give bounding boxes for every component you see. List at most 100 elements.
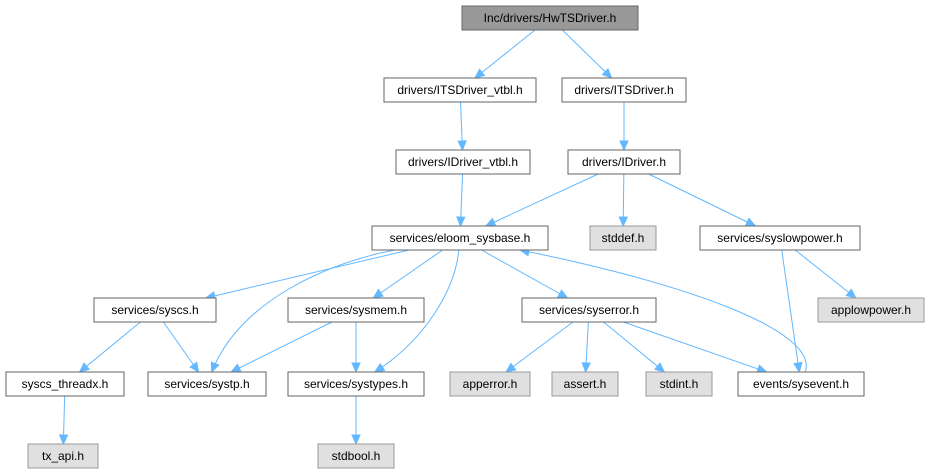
- node-itsvtbl[interactable]: drivers/ITSDriver_vtbl.h: [383, 77, 537, 103]
- edge-syscs-to-threadx: [79, 321, 141, 373]
- node-sysevent[interactable]: events/sysevent.h: [737, 371, 865, 397]
- edge-sysbase-to-systypes: [374, 249, 460, 373]
- edge-idriver-to-sysbase: [485, 173, 599, 227]
- node-its[interactable]: drivers/ITSDriver.h: [561, 77, 687, 103]
- node-box-assert: [551, 371, 619, 397]
- node-box-syserror[interactable]: [521, 297, 657, 323]
- node-box-stddef: [589, 225, 657, 251]
- arrowhead-syslow-to-applow: [845, 288, 857, 299]
- node-box-hwts: [461, 5, 639, 31]
- node-box-stdint: [645, 371, 713, 397]
- arrowhead-syscs-to-systp: [189, 361, 200, 374]
- node-stdbool: stdbool.h: [317, 443, 395, 469]
- node-box-systypes[interactable]: [287, 371, 425, 397]
- edge-sysbase-to-systp: [211, 249, 396, 373]
- arrowhead-threadx-to-txapi: [58, 434, 69, 446]
- edge-sysevent-to-sysbase: [519, 249, 807, 373]
- node-label-syslow: services/syslowpower.h: [717, 231, 842, 245]
- node-threadx[interactable]: syscs_threadx.h: [5, 371, 125, 397]
- edge-sysmem-to-systp: [230, 321, 333, 373]
- node-label-hwts: Inc/drivers/HwTSDriver.h: [484, 11, 617, 25]
- node-box-its[interactable]: [561, 77, 687, 103]
- node-box-apperror: [449, 371, 531, 397]
- arrowhead-hwts-to-its: [601, 67, 613, 79]
- arrowhead-syserror-to-apperror: [505, 362, 517, 373]
- node-label-apperror: apperror.h: [463, 377, 518, 391]
- arrowhead-sysbase-to-sysmem: [372, 288, 384, 299]
- node-box-txapi: [27, 443, 99, 469]
- arrowhead-idrvtbl-to-sysbase: [456, 216, 466, 228]
- node-label-syserror: services/syserror.h: [539, 303, 639, 317]
- edge-sysbase-to-sysmem: [373, 249, 443, 299]
- node-label-sysmem: services/sysmem.h: [305, 303, 407, 317]
- arrowhead-its-to-idriver: [619, 140, 629, 152]
- node-label-sysbase: services/eloom_sysbase.h: [390, 231, 531, 245]
- node-box-sysevent[interactable]: [737, 371, 865, 397]
- node-box-idrvtbl[interactable]: [395, 149, 531, 175]
- node-box-applow: [817, 297, 925, 323]
- node-syslow[interactable]: services/syslowpower.h: [699, 225, 861, 251]
- node-label-assert: assert.h: [564, 377, 607, 391]
- node-assert: assert.h: [551, 371, 619, 397]
- node-label-txapi: tx_api.h: [42, 449, 84, 463]
- node-label-idrvtbl: drivers/IDriver_vtbl.h: [408, 155, 518, 169]
- node-label-its: drivers/ITSDriver.h: [574, 83, 673, 97]
- arrowhead-syserror-to-stdint: [654, 362, 666, 373]
- node-sysbase[interactable]: services/eloom_sysbase.h: [371, 225, 549, 251]
- graph-nodes: Inc/drivers/HwTSDriver.h drivers/ITSDrive…: [5, 5, 925, 469]
- node-box-itsvtbl[interactable]: [383, 77, 537, 103]
- node-label-applow: applowpower.h: [831, 303, 911, 317]
- edge-hwts-to-itsvtbl: [474, 29, 536, 79]
- arrowhead-syscs-to-threadx: [78, 362, 90, 373]
- node-apperror: apperror.h: [449, 371, 531, 397]
- edge-syslow-to-applow: [794, 249, 857, 299]
- node-idrvtbl[interactable]: drivers/IDriver_vtbl.h: [395, 149, 531, 175]
- node-systp[interactable]: services/systp.h: [147, 371, 267, 397]
- node-txapi: tx_api.h: [27, 443, 99, 469]
- node-label-stddef: stddef.h: [602, 231, 645, 245]
- node-sysmem[interactable]: services/sysmem.h: [287, 297, 425, 323]
- node-stddef: stddef.h: [589, 225, 657, 251]
- node-box-sysmem[interactable]: [287, 297, 425, 323]
- node-box-syslow[interactable]: [699, 225, 861, 251]
- node-syscs[interactable]: services/syscs.h: [93, 297, 217, 323]
- edge-syserror-to-stdint: [603, 321, 665, 373]
- node-label-stdbool: stdbool.h: [332, 449, 381, 463]
- node-box-systp[interactable]: [147, 371, 267, 397]
- arrowhead-syserror-to-assert: [581, 362, 591, 374]
- node-label-sysevent: events/sysevent.h: [753, 377, 849, 391]
- arrowhead-sysbase-to-syserror: [556, 289, 569, 299]
- edge-syslow-to-sysevent: [781, 249, 800, 373]
- node-idriver[interactable]: drivers/IDriver.h: [567, 149, 681, 175]
- node-box-syscs[interactable]: [93, 297, 217, 323]
- node-syserror[interactable]: services/syserror.h: [521, 297, 657, 323]
- node-label-systypes: services/systypes.h: [304, 377, 408, 391]
- node-hwts: Inc/drivers/HwTSDriver.h: [461, 5, 639, 31]
- arrowhead-idriver-to-syslow: [744, 217, 757, 227]
- arrowhead-idriver-to-sysbase: [484, 217, 497, 227]
- node-label-stdint: stdint.h: [660, 377, 699, 391]
- edge-sysbase-to-syscs: [205, 249, 410, 299]
- arrowhead-hwts-to-itsvtbl: [474, 68, 486, 79]
- edge-syserror-to-sysevent: [623, 321, 767, 373]
- arrowhead-sysbase-to-systypes: [373, 362, 386, 373]
- arrowhead-idriver-to-stddef: [618, 216, 629, 228]
- node-systypes[interactable]: services/systypes.h: [287, 371, 425, 397]
- arrowhead-sysmem-to-systypes: [351, 362, 361, 374]
- node-label-syscs: services/syscs.h: [111, 303, 198, 317]
- edge-hwts-to-its: [561, 29, 613, 79]
- arrowhead-sysmem-to-systp: [230, 363, 242, 373]
- node-box-idriver[interactable]: [567, 149, 681, 175]
- node-label-idriver: drivers/IDriver.h: [582, 155, 666, 169]
- arrowhead-syslow-to-sysevent: [793, 361, 803, 374]
- edge-syserror-to-apperror: [505, 321, 574, 373]
- node-applow: applowpower.h: [817, 297, 925, 323]
- node-stdint: stdint.h: [645, 371, 713, 397]
- node-label-threadx: syscs_threadx.h: [22, 377, 109, 391]
- node-box-stdbool: [317, 443, 395, 469]
- node-box-sysbase[interactable]: [371, 225, 549, 251]
- edge-idriver-to-syslow: [648, 173, 756, 227]
- node-box-threadx[interactable]: [5, 371, 125, 397]
- node-label-systp: services/systp.h: [164, 377, 249, 391]
